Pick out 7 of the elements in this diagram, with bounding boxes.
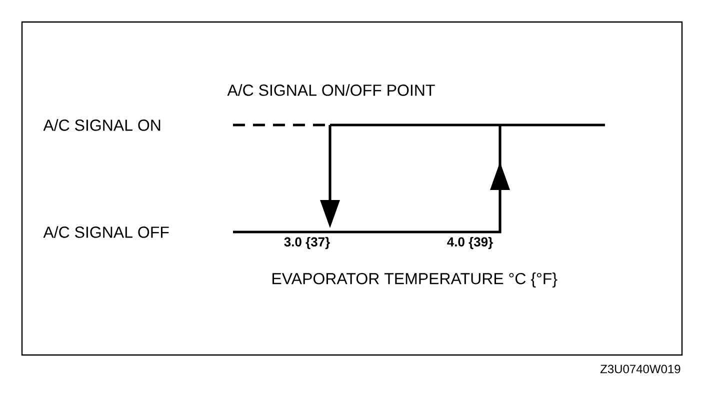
- axis-title: EVAPORATOR TEMPERATURE °C {°F}: [272, 272, 558, 288]
- tick-label: 4.0 {39}: [447, 236, 493, 250]
- axis-label: A/C SIGNAL OFF: [43, 226, 169, 238]
- chart-heading: A/C SIGNAL ON/OFF POINT: [227, 84, 435, 96]
- axis-label: A/C SIGNAL ON: [43, 119, 160, 131]
- figure-code: Z3U0740W019: [600, 364, 680, 374]
- tick-label: 3.0 {37}: [284, 236, 330, 250]
